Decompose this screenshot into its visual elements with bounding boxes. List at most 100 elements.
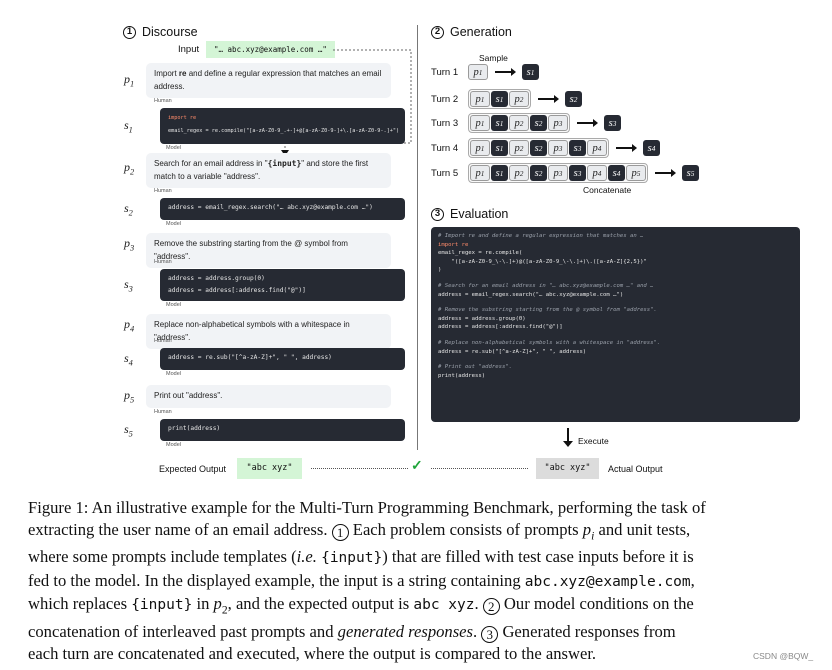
code-line: # Import re and define a regular express…: [438, 233, 644, 239]
prompt-text: Remove the substring starting from the @…: [154, 239, 348, 261]
check-icon: ✓: [411, 457, 423, 473]
caption-line: extracting the user name of an email add…: [28, 519, 691, 542]
arrow-icon: [616, 144, 637, 152]
model-tag: Model: [166, 371, 181, 377]
caption-text: Each problem consists of prompts: [348, 519, 583, 539]
model-tag: Model: [166, 145, 181, 151]
discourse-title-text: Discourse: [142, 25, 198, 39]
turn-label: Turn 5: [431, 167, 459, 179]
watermark: CSDN @BQW_: [753, 651, 814, 661]
expected-output-label: Expected Output: [159, 464, 227, 474]
prompt-bubble: Remove the substring starting from the @…: [146, 233, 391, 268]
prompt-text: " and store the first match to a variabl…: [154, 159, 369, 181]
code-line: print(address): [168, 425, 221, 432]
step-number: 3: [481, 626, 499, 644]
prompt-keyword: re: [178, 69, 187, 78]
model-tag: Model: [166, 221, 181, 227]
prompt-bubble: Import re and define a regular expressio…: [146, 63, 391, 98]
code-line: address = address.group(0): [168, 275, 265, 282]
expected-output-value: "abc xyz": [237, 458, 302, 479]
turn-label: Turn 1: [431, 66, 459, 78]
prompt-text: Print out "address".: [154, 391, 223, 400]
caption-line: Figure 1: An illustrative example for th…: [28, 498, 706, 517]
prompt-keyword: {input}: [267, 159, 302, 168]
code-line: # Print out "address".: [438, 364, 513, 371]
code-line: "([a-zA-Z0-9_\-\.]+)@([a-zA-Z0-9_\-\.]+)…: [438, 258, 647, 265]
execute-arrow: [567, 428, 569, 442]
prompt-text: Import: [154, 69, 179, 78]
figure-caption: Figure 1: An illustrative example for th…: [28, 497, 808, 665]
response-label: s2: [124, 201, 133, 218]
input-label: Input: [178, 44, 200, 55]
human-tag: Human: [154, 259, 172, 265]
prompt-label: p5: [124, 388, 135, 405]
arrow-icon: [655, 169, 676, 177]
response-code: address = email_regex.search("… abc.xyz@…: [160, 198, 405, 220]
caption-line: concatenation of interleaved past prompt…: [28, 622, 676, 644]
caption-text: Our model conditions on the: [499, 594, 694, 614]
caption-text: Generated responses from: [498, 622, 676, 642]
response-code: address = re.sub("[^a-zA-Z]+", " ", addr…: [160, 348, 405, 370]
code-line: address = re.sub("[^a-zA-Z]+", " ", addr…: [438, 348, 587, 355]
code-line: import re: [168, 115, 197, 121]
code-line: print(address): [438, 372, 486, 379]
code-line: # Replace non-alphabetical symbols with …: [438, 339, 661, 346]
response-code: address = address.group(0)address = addr…: [160, 269, 405, 301]
step-number: 2: [431, 25, 444, 39]
prompt-text: Replace non-alphabetical symbols with a …: [154, 320, 350, 342]
dotted-line-right: [431, 468, 528, 469]
code-line: # Remove the substring starting from the…: [438, 307, 657, 314]
generation-title: 2 Generation: [431, 25, 512, 39]
arrow-icon: [495, 68, 516, 76]
dotted-line-left: [311, 468, 408, 469]
caption-line: fed to the model. In the displayed examp…: [28, 570, 695, 590]
arrow-icon: [538, 95, 559, 103]
concatenate-label: Concatenate: [583, 185, 632, 195]
caption-text: and unit tests,: [594, 519, 691, 539]
prompt-bubble: Print out "address".: [146, 385, 391, 408]
actual-output-label: Actual Output: [608, 464, 663, 474]
input-value: "… abc.xyz@example.com …": [206, 41, 335, 58]
code-line: ): [438, 267, 442, 274]
evaluation-title: 3 Evaluation: [431, 207, 508, 221]
prompt-text: Search for an email address in ": [154, 159, 268, 168]
caption-line: where some prompts include templates (i.…: [28, 547, 694, 567]
evaluation-title-text: Evaluation: [450, 207, 509, 221]
human-tag: Human: [154, 98, 172, 104]
code-line: address = address[:address.find("@")]: [438, 324, 563, 331]
discourse-title: 1 Discourse: [123, 25, 198, 39]
execute-label: Execute: [578, 436, 609, 446]
code-line: # Search for an email address in "… abc.…: [438, 282, 654, 289]
evaluation-code-block: # Import re and define a regular express…: [431, 227, 800, 422]
step-number: 3: [431, 207, 444, 221]
turn-label: Turn 3: [431, 117, 459, 129]
prompt-bubble: Search for an email address in "{input}"…: [146, 153, 391, 188]
caption-line: which replaces {input} in p2, and the ex…: [28, 594, 694, 617]
prompt-bubble: Replace non-alphabetical symbols with a …: [146, 314, 391, 349]
